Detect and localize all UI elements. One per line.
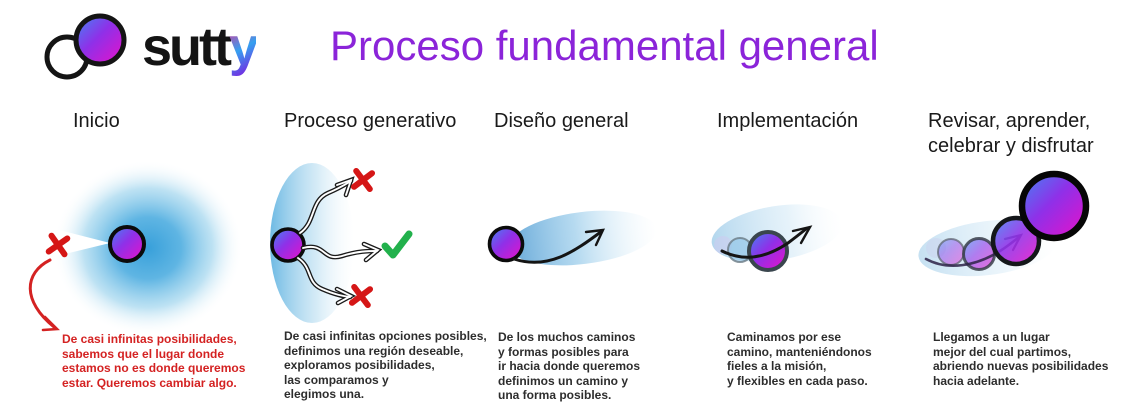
logo-text-gradient: y xyxy=(228,17,259,77)
stage-5-illustration xyxy=(918,170,1090,277)
current-step-ball xyxy=(747,230,789,272)
stage-5-description: Llegamos a un lugar mejor del cual parti… xyxy=(933,330,1109,388)
red-pointer-arrow xyxy=(28,258,60,332)
chosen-path-blob xyxy=(509,210,657,266)
desirable-region-fan xyxy=(270,163,354,323)
stage-2-description: De casi infinitas opciones posibles, def… xyxy=(284,329,487,401)
current-state-ball xyxy=(487,225,525,263)
page-title: Proceso fundamental general xyxy=(330,22,879,69)
possibility-cloud xyxy=(53,160,243,336)
stage-4-description: Caminamos por ese camino, manteniéndonos… xyxy=(727,330,872,388)
path-arrow xyxy=(512,228,605,264)
arrival-ball xyxy=(1018,170,1090,242)
current-state-ball xyxy=(270,227,306,263)
current-state-ball xyxy=(108,225,146,263)
stage-1-description: De casi infinitas posibilidades, sabemos… xyxy=(62,332,246,390)
exploration-branch-arrows xyxy=(295,176,383,306)
stage-3-description: De los muchos caminos y formas posibles … xyxy=(498,330,641,402)
x-mark-icon xyxy=(348,283,374,309)
walking-arrow xyxy=(720,225,813,259)
recent-step-ball xyxy=(990,215,1042,267)
sutty-logo: sutty xyxy=(34,12,259,82)
rejected-direction-wedge xyxy=(24,221,110,264)
check-mark-icon xyxy=(381,230,413,259)
stage-4-heading: Implementación xyxy=(717,110,859,132)
stage-5-heading: Revisar, aprender, celebrar y disfrutar xyxy=(928,110,1094,157)
stage-2-heading: Proceso generativo xyxy=(284,110,457,132)
x-mark-icon xyxy=(45,232,71,258)
stage-3-heading: Diseño general xyxy=(494,110,629,132)
logo-text-black: sutt xyxy=(142,17,232,77)
x-mark-icon xyxy=(350,167,376,193)
stage-1-illustration xyxy=(24,160,243,336)
stage-1-heading: Inicio xyxy=(73,110,120,132)
stage-3-illustration xyxy=(487,210,657,266)
logo-wordmark: sutty xyxy=(142,15,259,79)
early-step-circle xyxy=(937,238,965,266)
stage-2-illustration xyxy=(270,163,413,323)
sutty-circles-icon xyxy=(44,13,127,80)
stage-4-illustration xyxy=(711,204,843,272)
